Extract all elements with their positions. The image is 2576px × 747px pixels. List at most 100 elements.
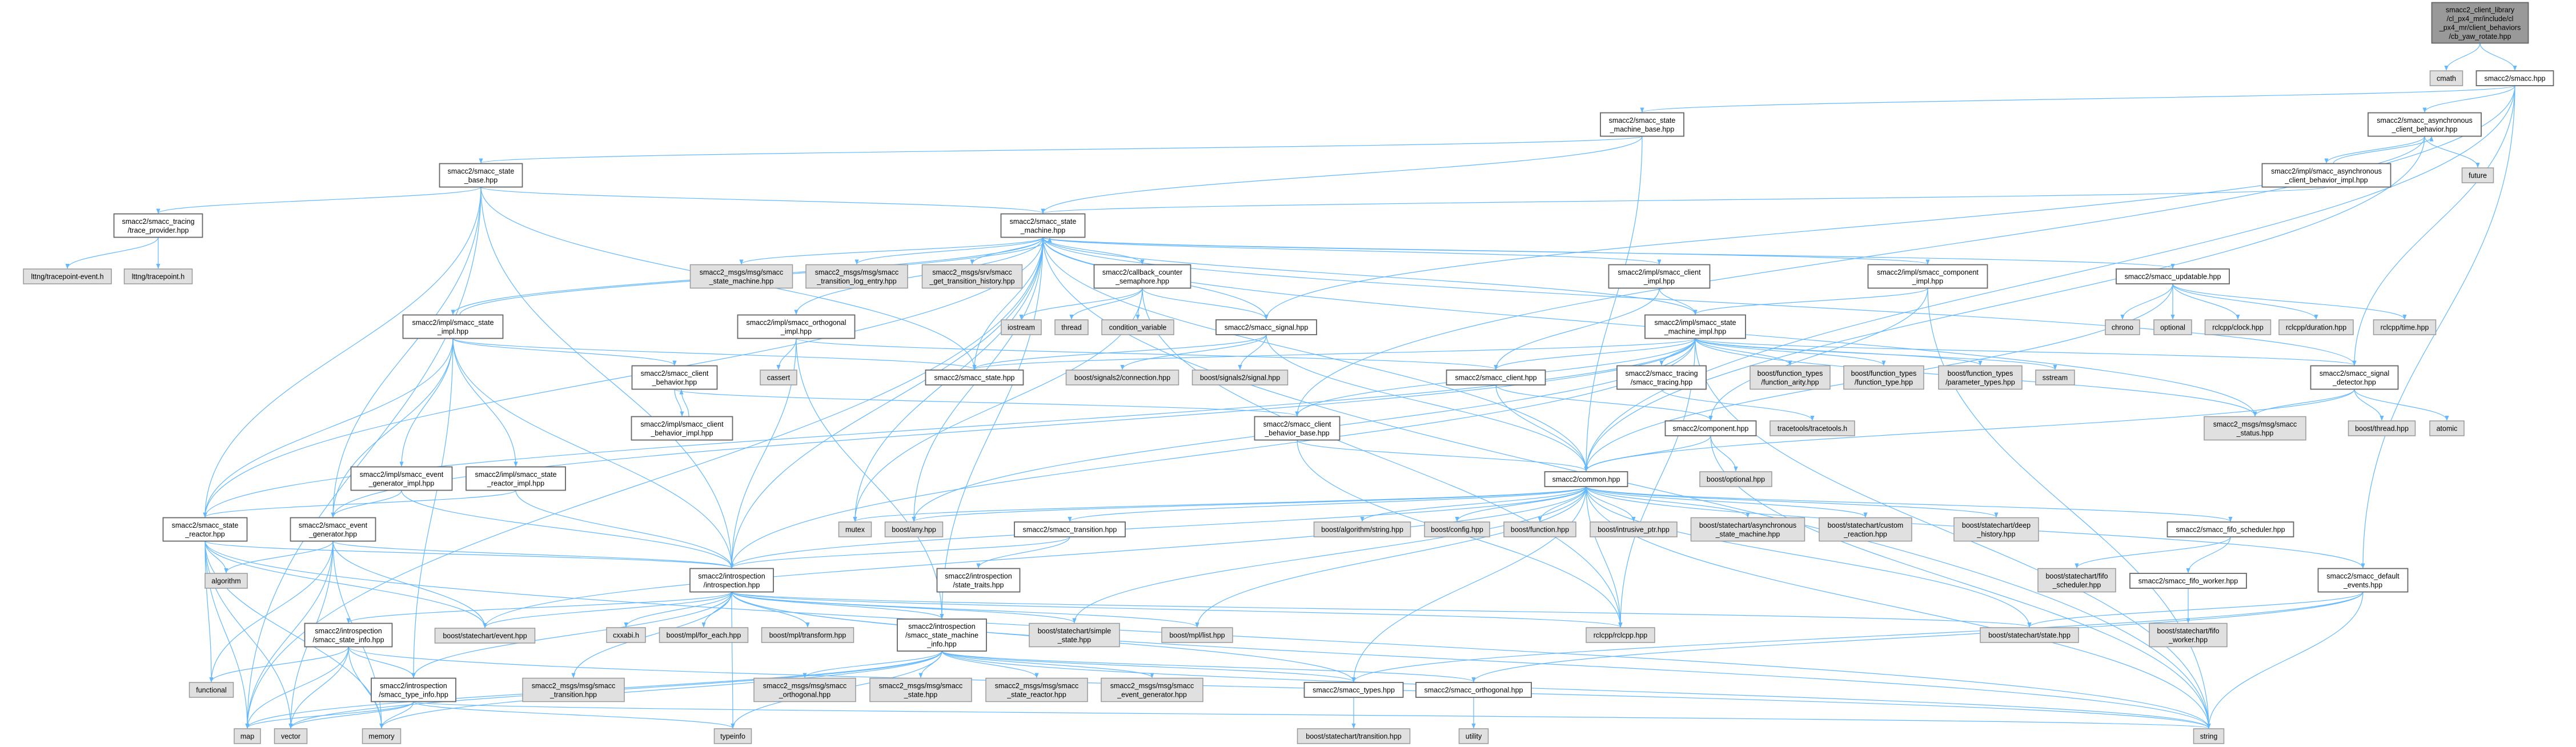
node-tracetools[interactable]: tracetools/tracetools.h xyxy=(1770,420,1855,436)
node-ev-gen-impl[interactable]: smacc2/impl/smacc_event_generator_impl.h… xyxy=(350,466,453,491)
node-cxxabi[interactable]: cxxabi.h xyxy=(606,627,646,643)
node-cb-impl[interactable]: smacc2/impl/smacc_client_behavior_impl.h… xyxy=(631,416,733,441)
node-config[interactable]: boost/config.hpp xyxy=(1424,521,1490,537)
node-component[interactable]: smacc2/component.hpp xyxy=(1664,420,1757,436)
node-sstream[interactable]: sstream xyxy=(2035,370,2075,385)
node-time[interactable]: rclcpp/time.hpp xyxy=(2373,319,2437,335)
node-msgs-state[interactable]: smacc2_msgs/msg/smacc_state.hpp xyxy=(869,677,972,702)
node-clock[interactable]: rclcpp/clock.hpp xyxy=(2204,319,2272,335)
node-condvar[interactable]: condition_variable xyxy=(1101,319,1174,335)
node-any[interactable]: boost/any.hpp xyxy=(884,521,944,537)
node-status[interactable]: smacc2_msgs/msg/smacc_status.hpp xyxy=(2204,416,2306,441)
node-cb-base[interactable]: smacc2/smacc_client_behavior_base.hpp xyxy=(1254,416,1341,441)
node-for-each[interactable]: boost/mpl/for_each.hpp xyxy=(659,627,749,643)
node-client[interactable]: smacc2/smacc_client.hpp xyxy=(1446,370,1546,385)
node-srv-gth[interactable]: smacc2_msgs/srv/smacc_get_transition_his… xyxy=(921,264,1023,289)
node-sig[interactable]: boost/signals2/signal.hpp xyxy=(1191,370,1289,385)
node-msgs-eg[interactable]: smacc2_msgs/msg/smacc_event_generator.hp… xyxy=(1101,677,1203,702)
node-sm-info[interactable]: smacc2/introspection/smacc_state_machine… xyxy=(897,619,987,652)
node-types[interactable]: smacc2/smacc_types.hpp xyxy=(1303,682,1404,698)
node-orth-impl[interactable]: smacc2/impl/smacc_orthogonal_impl.hpp xyxy=(737,314,856,339)
node-lttng-ev[interactable]: lttng/tracepoint-event.h xyxy=(23,268,112,284)
node-ev-gen[interactable]: smacc2/smacc_event_generator.hpp xyxy=(290,517,376,542)
node-client-impl[interactable]: smacc2/impl/smacc_client_impl.hpp xyxy=(1608,264,1711,289)
node-fifo-sched[interactable]: smacc2/smacc_fifo_scheduler.hpp xyxy=(2166,521,2294,537)
node-map[interactable]: map xyxy=(234,728,261,744)
node-transition[interactable]: smacc2/smacc_transition.hpp xyxy=(1014,521,1126,537)
node-state-traits[interactable]: smacc2/introspection/state_traits.hpp xyxy=(936,568,1021,593)
node-client-behavior[interactable]: smacc2/smacc_client_behavior.hpp xyxy=(631,365,718,390)
node-bthread[interactable]: boost/thread.hpp xyxy=(2348,420,2416,436)
node-state-hpp[interactable]: boost/statechart/state.hpp xyxy=(1980,627,2079,643)
node-alg-string[interactable]: boost/algorithm/string.hpp xyxy=(1313,521,1411,537)
node-state-reactor[interactable]: smacc2/smacc_state_reactor.hpp xyxy=(162,517,248,542)
node-utility[interactable]: utility xyxy=(1458,728,1489,744)
node-state-info[interactable]: smacc2/introspection/smacc_state_info.hp… xyxy=(304,622,393,648)
node-msgs-orth[interactable]: smacc2_msgs/msg/smacc_orthogonal.hpp xyxy=(753,677,856,702)
node-duration[interactable]: rclcpp/duration.hpp xyxy=(2278,319,2354,335)
node-cmath[interactable]: cmath xyxy=(2429,70,2463,86)
node-thread[interactable]: thread xyxy=(1054,319,1089,335)
node-atomic[interactable]: atomic xyxy=(2429,420,2465,436)
node-b-transition[interactable]: boost/statechart/transition.hpp xyxy=(1297,728,1411,744)
node-state-impl[interactable]: smacc2/impl/smacc_state_impl.hpp xyxy=(402,314,504,339)
node-async-cb[interactable]: smacc2/smacc_asynchronous_client_behavio… xyxy=(2368,112,2482,137)
node-b-fifo-worker[interactable]: boost/statechart/fifo_worker.hpp xyxy=(2149,622,2228,648)
node-default-events[interactable]: smacc2/smacc_default_events.hpp xyxy=(2317,568,2409,593)
node-farity[interactable]: boost/function_types/function_arity.hpp xyxy=(1750,365,1831,390)
node-functional[interactable]: functional xyxy=(188,682,234,698)
node-sm-base[interactable]: smacc2/smacc_state_machine_base.hpp xyxy=(1600,112,1684,137)
node-async-sm[interactable]: boost/statechart/asynchronous_state_mach… xyxy=(1690,517,1805,542)
node-signal[interactable]: smacc2/smacc_signal.hpp xyxy=(1215,319,1317,335)
node-intrusive[interactable]: boost/intrusive_ptr.hpp xyxy=(1590,521,1678,537)
node-state-base[interactable]: smacc2/smacc_state_base.hpp xyxy=(439,163,523,188)
node-conn[interactable]: boost/signals2/connection.hpp xyxy=(1065,370,1179,385)
node-common[interactable]: smacc2/common.hpp xyxy=(1544,471,1628,487)
node-msgs-tle[interactable]: smacc2_msgs/msg/smacc_transition_log_ent… xyxy=(805,264,908,289)
node-boptional[interactable]: boost/optional.hpp xyxy=(1699,471,1772,487)
node-string[interactable]: string xyxy=(2193,728,2225,744)
node-updatable[interactable]: smacc2/smacc_updatable.hpp xyxy=(2116,268,2230,284)
node-deep[interactable]: boost/statechart/deep_history.hpp xyxy=(1953,517,2039,542)
node-rclcpp[interactable]: rclcpp/rclcpp.hpp xyxy=(1586,627,1655,643)
node-function[interactable]: boost/function.hpp xyxy=(1503,521,1576,537)
node-future[interactable]: future xyxy=(2461,167,2494,183)
node-sm[interactable]: smacc2/smacc_state_machine.hpp xyxy=(1000,213,1086,238)
node-iostream[interactable]: iostream xyxy=(1001,319,1042,335)
node-optional[interactable]: optional xyxy=(2153,319,2192,335)
node-introspection[interactable]: smacc2/introspection/introspection.hpp xyxy=(689,568,774,593)
node-async-cb-impl[interactable]: smacc2/impl/smacc_asynchronous_client_be… xyxy=(2261,163,2392,188)
node-sigdet[interactable]: smacc2/smacc_signal_detector.hpp xyxy=(2310,365,2399,390)
node-b-fifo-sched[interactable]: boost/statechart/fifo_scheduler.hpp xyxy=(2037,568,2116,593)
node-msgs-sm[interactable]: smacc2_msgs/msg/smacc_state_machine.hpp xyxy=(689,264,793,289)
node-type-info[interactable]: smacc2/introspection/smacc_type_info.hpp xyxy=(371,677,456,702)
node-cassert[interactable]: cassert xyxy=(760,370,797,385)
node-msgs-sr[interactable]: smacc2_msgs/msg/smacc_state_reactor.hpp xyxy=(985,677,1088,702)
node-ptypes[interactable]: boost/function_types/parameter_types.hpp xyxy=(1938,365,2023,390)
node-fifo-worker[interactable]: smacc2/smacc_fifo_worker.hpp xyxy=(2129,573,2247,589)
node-lttng-tp[interactable]: lttng/tracepoint.h xyxy=(123,268,193,284)
node-component-impl[interactable]: smacc2/impl/smacc_component_impl.hpp xyxy=(1867,264,1988,289)
node-event-hpp[interactable]: boost/statechart/event.hpp xyxy=(434,628,536,644)
node-ftype[interactable]: boost/function_types/function_type.hpp xyxy=(1843,365,1924,390)
node-memory[interactable]: memory xyxy=(362,728,402,744)
node-typeinfo[interactable]: typeinfo xyxy=(713,728,752,744)
node-msgs-transition[interactable]: smacc2_msgs/msg/smacc_transition.hpp xyxy=(522,677,625,702)
node-ccs[interactable]: smacc2/callback_counter_semaphore.hpp xyxy=(1093,264,1191,289)
node-vector[interactable]: vector xyxy=(274,728,308,744)
node-smacc-state[interactable]: smacc2/smacc_state.hpp xyxy=(925,370,1024,385)
node-mutex[interactable]: mutex xyxy=(838,521,872,537)
node-orthogonal[interactable]: smacc2/smacc_orthogonal.hpp xyxy=(1415,682,1532,698)
node-list[interactable]: boost/mpl/list.hpp xyxy=(1161,627,1233,643)
node-smacc[interactable]: smacc2/smacc.hpp xyxy=(2475,70,2554,86)
node-algorithm[interactable]: algorithm xyxy=(204,573,248,589)
node-root[interactable]: smacc2_client_library/cl_px4_mr/include/… xyxy=(2431,2,2529,44)
node-tracing[interactable]: smacc2/smacc_tracing/smacc_tracing.hpp xyxy=(1616,365,1707,390)
node-simple-state[interactable]: boost/statechart/simple_state.hpp xyxy=(1029,622,1120,648)
node-chrono[interactable]: chrono xyxy=(2105,319,2140,335)
node-sr-impl[interactable]: smacc2/impl/smacc_state_reactor_impl.hpp xyxy=(466,466,566,491)
node-custom[interactable]: boost/statechart/custom_reaction.hpp xyxy=(1819,517,1912,542)
node-transform[interactable]: boost/mpl/transform.hpp xyxy=(761,627,854,643)
node-sm-impl[interactable]: smacc2/impl/smacc_state_machine_impl.hpp xyxy=(1644,314,1746,339)
node-trace-provider[interactable]: smacc2/smacc_tracing/trace_provider.hpp xyxy=(113,213,203,238)
